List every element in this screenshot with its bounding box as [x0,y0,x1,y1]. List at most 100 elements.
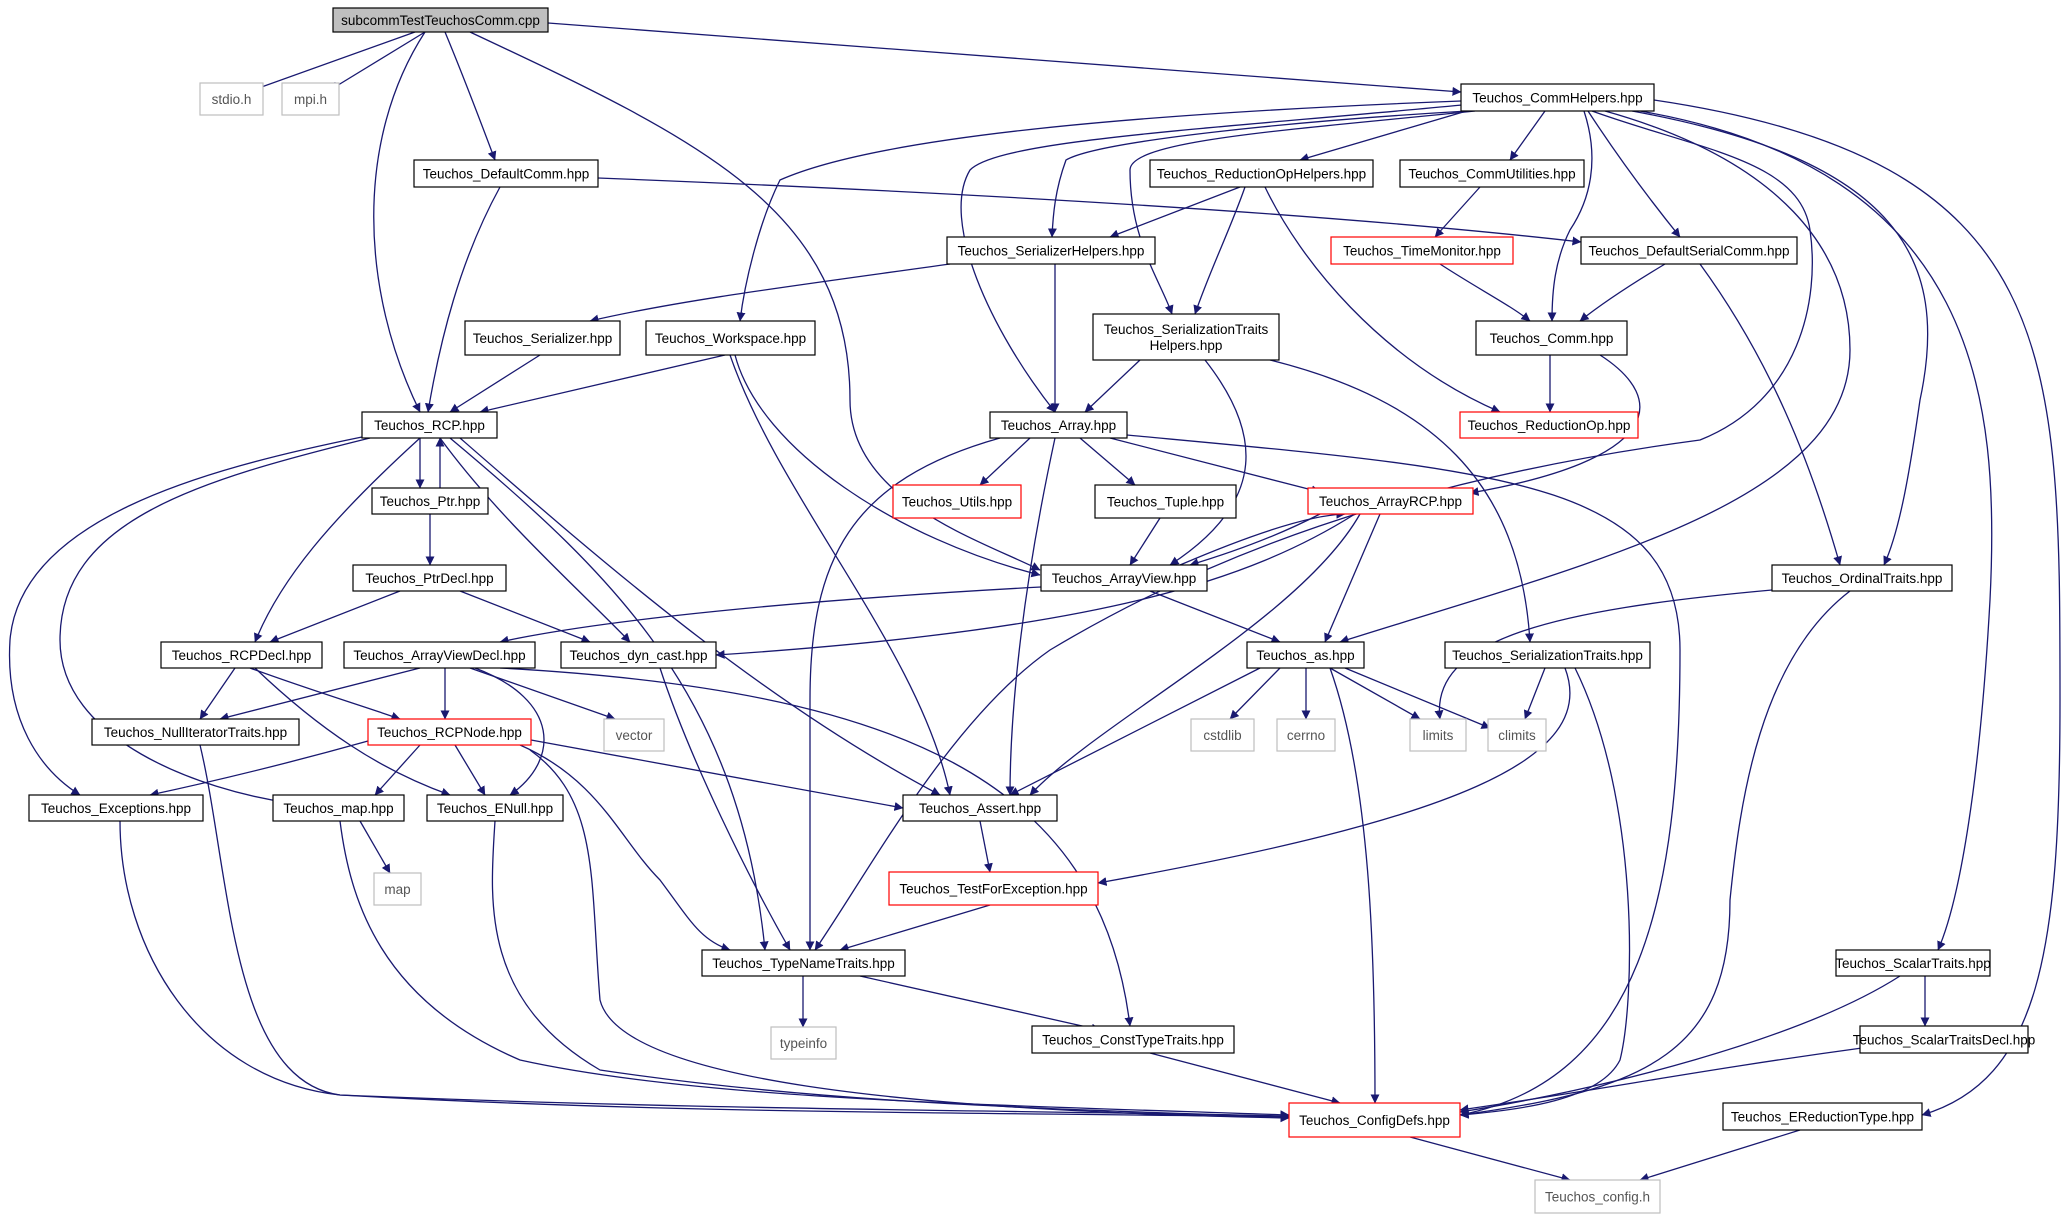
node-label-scalartraitsdecl: Teuchos_ScalarTraitsDecl.hpp [1853,1033,2036,1048]
node-reductionophelpers[interactable]: Teuchos_ReductionOpHelpers.hpp [1149,159,1374,188]
node-reductionop[interactable]: Teuchos_ReductionOp.hpp [1459,411,1639,439]
node-arrayrcp[interactable]: Teuchos_ArrayRCP.hpp [1307,487,1474,515]
node-label-arrayviewdecl: Teuchos_ArrayViewDecl.hpp [353,648,525,663]
node-enull[interactable]: Teuchos_ENull.hpp [426,794,564,822]
node-box-stdio [199,82,264,116]
edge-as-to-climits [1344,667,1491,729]
node-cstdlib: cstdlib [1190,718,1255,752]
node-comm[interactable]: Teuchos_Comm.hpp [1475,320,1628,356]
edge-commhelpers-to-comm [1547,110,1593,322]
edge-serializationtraitshelpers-to-arrayview [1169,359,1247,566]
node-commutilities[interactable]: Teuchos_CommUtilities.hpp [1399,159,1585,188]
node-exceptions[interactable]: Teuchos_Exceptions.hpp [28,794,204,822]
node-nulliteratortraits[interactable]: Teuchos_NullIteratorTraits.hpp [91,718,300,746]
node-dyncast[interactable]: Teuchos_dyn_cast.hpp [560,641,717,669]
edge-map-to-configdefs [339,820,1290,1120]
node-box-reductionophelpers [1149,159,1374,188]
node-box-root [332,7,549,33]
node-serializationtraits[interactable]: Teuchos_SerializationTraits.hpp [1444,641,1651,669]
node-scalartraitsdecl[interactable]: Teuchos_ScalarTraitsDecl.hpp [1853,1025,2036,1054]
edge-rcp-to-exceptions [8,436,363,796]
edge-workspace-to-assert [729,354,953,796]
node-rcpnode[interactable]: Teuchos_RCPNode.hpp [367,718,532,746]
node-label-typenametraits: Teuchos_TypeNameTraits.hpp [712,956,895,971]
node-workspace[interactable]: Teuchos_Workspace.hpp [645,320,816,356]
node-box-workspace [645,320,816,356]
node-label-serializationtraitshelpers-line-1: Teuchos_SerializationTraits [1104,322,1269,337]
edge-serializationtraits-to-configdefs [1459,667,1631,1119]
node-box-limits [1409,718,1467,752]
node-defaultserialcomm[interactable]: Teuchos_DefaultSerialComm.hpp [1580,236,1798,265]
node-box-consttypetraits [1031,1025,1235,1054]
node-box-scalartraits [1835,949,1991,977]
node-label-rcpnode: Teuchos_RCPNode.hpp [377,725,522,740]
edge-ptrdecl-to-rcpdecl [269,590,401,644]
node-box-serializerhelpers [946,236,1156,265]
node-defaultcomm[interactable]: Teuchos_DefaultComm.hpp [413,159,599,188]
node-label-reductionophelpers: Teuchos_ReductionOpHelpers.hpp [1157,167,1366,182]
node-arrayviewdecl[interactable]: Teuchos_ArrayViewDecl.hpp [343,641,536,669]
node-label-typeinfo: typeinfo [780,1036,827,1051]
node-typenametraits[interactable]: Teuchos_TypeNameTraits.hpp [701,949,906,977]
node-cerrno: cerrno [1276,718,1336,752]
node-ptrdecl[interactable]: Teuchos_PtrDecl.hpp [352,564,507,592]
node-consttypetraits[interactable]: Teuchos_ConstTypeTraits.hpp [1031,1025,1235,1054]
edge-array-to-arrayrcp [1109,437,1321,495]
node-rcp[interactable]: Teuchos_RCP.hpp [361,411,498,439]
node-serializer[interactable]: Teuchos_Serializer.hpp [464,320,621,356]
node-box-utils [892,484,1022,519]
node-serializerhelpers[interactable]: Teuchos_SerializerHelpers.hpp [946,236,1156,265]
edge-nulliteratortraits-to-configdefs [199,744,1290,1122]
node-ptr[interactable]: Teuchos_Ptr.hpp [371,487,489,515]
node-commhelpers[interactable]: Teuchos_CommHelpers.hpp [1460,83,1655,112]
node-tuple[interactable]: Teuchos_Tuple.hpp [1094,484,1237,519]
edge-ordinaltraits-to-configdefs [1459,590,1851,1119]
node-utils[interactable]: Teuchos_Utils.hpp [892,484,1022,519]
node-ordinaltraits[interactable]: Teuchos_OrdinalTraits.hpp [1771,564,1953,592]
node-label-assert: Teuchos_Assert.hpp [919,801,1041,816]
node-ereductiontype[interactable]: Teuchos_EReductionType.hpp [1722,1102,1923,1131]
node-box-rcp [361,411,498,439]
edge-arrayview-to-arrayviewdecl [499,586,1042,645]
edge-dyncast-to-typenametraits [659,667,791,951]
node-box-config [1534,1179,1661,1214]
node-array[interactable]: Teuchos_Array.hpp [989,411,1128,439]
edge-commhelpers-to-ordinaltraits [1631,110,1929,566]
node-box-arrayrcp [1307,487,1474,515]
node-arrayview[interactable]: Teuchos_ArrayView.hpp [1040,564,1208,592]
node-as[interactable]: Teuchos_as.hpp [1246,641,1365,669]
node-rcpdecl[interactable]: Teuchos_RCPDecl.hpp [160,641,323,669]
node-box-ereductiontype [1722,1102,1923,1131]
edge-arrayrcp-to-dyncast [715,513,1356,659]
node-timemonitor[interactable]: Teuchos_TimeMonitor.hpp [1330,236,1514,265]
edge-serializationtraits-to-testforexception [1097,667,1571,886]
edge-reductionophelpers-to-reductionop [1264,186,1501,413]
edge-rcp-to-map [59,437,371,807]
node-limits: limits [1409,718,1467,752]
edge-rcp-to-dyncast [439,437,631,643]
edge-rcpnode-to-exceptions [149,740,369,798]
node-assert[interactable]: Teuchos_Assert.hpp [902,794,1058,822]
node-label-reductionop: Teuchos_ReductionOp.hpp [1468,418,1631,433]
node-testforexception[interactable]: Teuchos_TestForException.hpp [888,871,1099,906]
edge-timemonitor-to-comm [1439,263,1531,322]
node-label-stdio: stdio.h [212,92,252,107]
node-root[interactable]: subcommTestTeuchosComm.cpp [332,7,549,33]
node-map[interactable]: Teuchos_map.hpp [272,794,405,822]
node-box-typenametraits [701,949,906,977]
edge-ptrdecl-to-dyncast [459,590,591,644]
node-label-as: Teuchos_as.hpp [1256,648,1354,663]
edge-scalartraitsdecl-to-configdefs [1459,1047,1863,1114]
edge-rcpdecl-to-rcpnode [249,667,401,721]
edge-rcpdecl-to-nulliteratortraits [199,667,236,720]
edge-commhelpers-to-as [1339,110,1851,644]
node-configdefs[interactable]: Teuchos_ConfigDefs.hpp [1288,1102,1461,1138]
edge-commhelpers-to-commutilities [1509,110,1546,161]
node-box-typeinfo [770,1026,837,1060]
node-mpi: mpi.h [281,82,340,116]
node-box-serializationtraits [1444,641,1651,669]
node-scalartraits[interactable]: Teuchos_ScalarTraits.hpp [1835,949,1991,977]
node-label-ptrdecl: Teuchos_PtrDecl.hpp [365,571,493,586]
